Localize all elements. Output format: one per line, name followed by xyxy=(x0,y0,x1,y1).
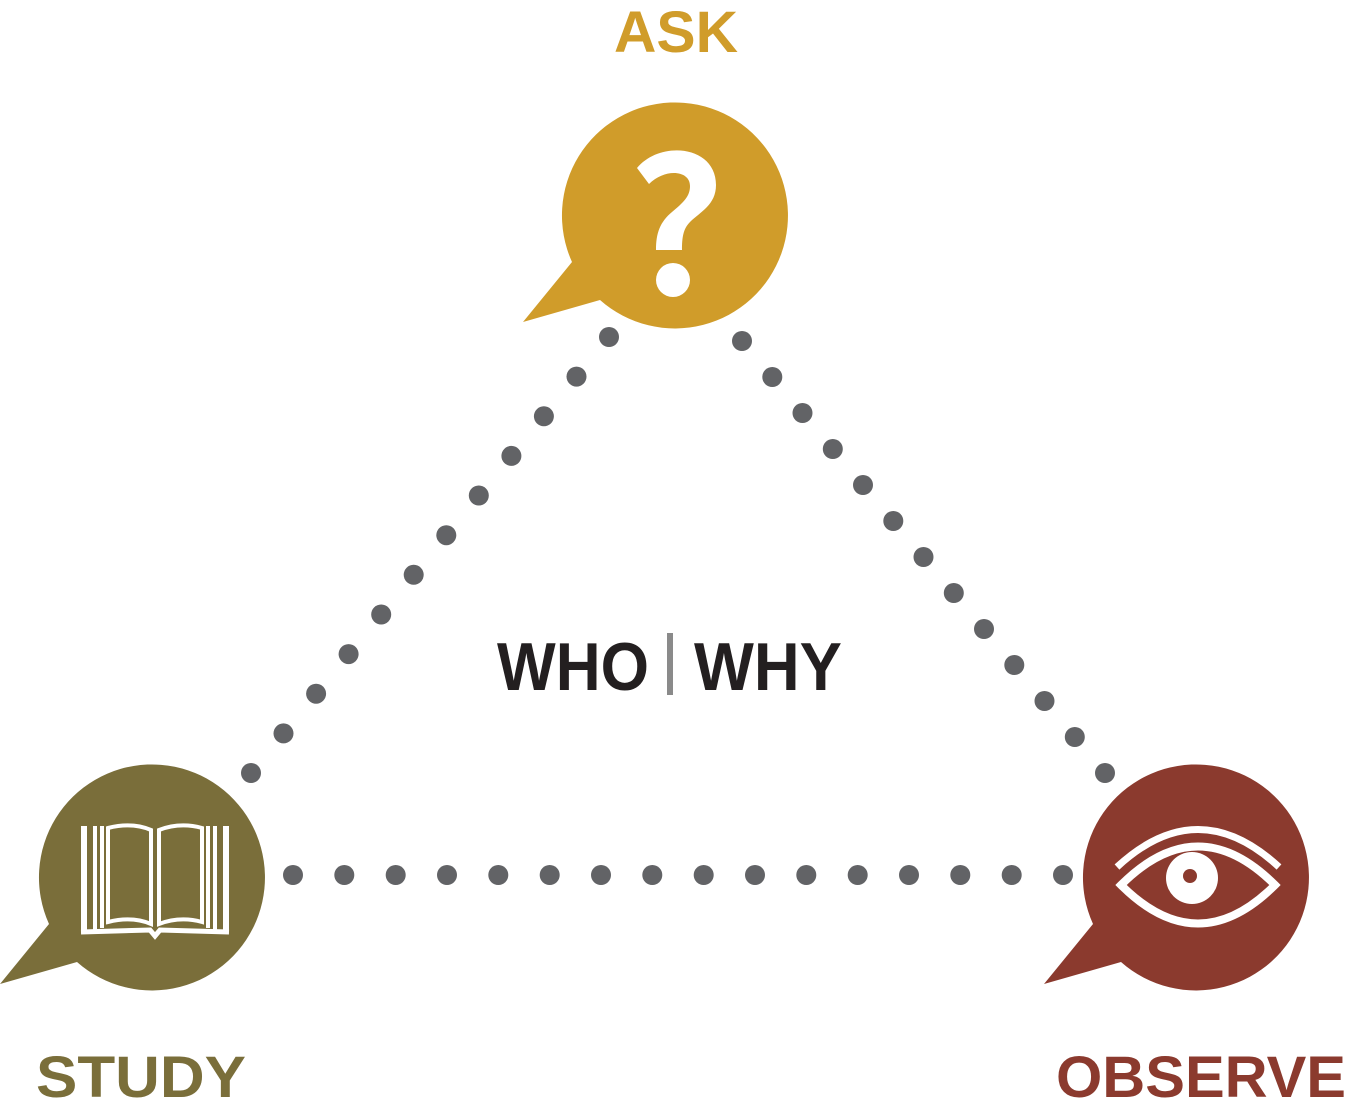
study-label: STUDY xyxy=(36,1045,246,1102)
ask-observe-dot xyxy=(853,475,873,495)
ask-study-dot xyxy=(241,763,261,783)
ask-study-dot xyxy=(533,406,554,427)
ask-observe-dot xyxy=(792,403,813,423)
observe-node: OBSERVE xyxy=(1044,764,1346,1102)
ask-node: ASK xyxy=(523,0,788,329)
study-observe-dot xyxy=(899,865,919,885)
study-observe-dot xyxy=(385,865,406,885)
study-observe-dot xyxy=(847,865,868,885)
ask-observe-dot xyxy=(1064,727,1085,747)
open-book-icon xyxy=(80,823,230,940)
ask-label: ASK xyxy=(614,0,738,65)
study-observe-dot xyxy=(1053,865,1073,885)
study-observe-dot xyxy=(693,865,714,885)
ask-observe-dot xyxy=(974,619,994,639)
ask-observe-dot xyxy=(1004,655,1025,675)
ask-study-dot xyxy=(338,644,359,665)
caption-divider xyxy=(667,633,673,695)
why-text: WHY xyxy=(694,629,842,705)
ask-observe-dot xyxy=(883,511,904,531)
study-observe-dot xyxy=(488,865,509,885)
study-observe-dot xyxy=(283,865,303,885)
study-observe-dot xyxy=(591,865,611,885)
who-text: WHO xyxy=(497,629,649,705)
ask-study-dot xyxy=(273,723,294,744)
ask-study-dot xyxy=(501,445,522,466)
ask-study-dot xyxy=(468,485,489,506)
study-observe-dot xyxy=(1001,865,1022,885)
ask-observe-dot xyxy=(913,547,934,567)
ask-observe-dot xyxy=(1095,763,1115,783)
ask-study-dot xyxy=(566,366,587,387)
study-observe-dot xyxy=(334,865,355,885)
center-caption: WHO WHY xyxy=(497,629,842,705)
study-node: STUDY xyxy=(0,764,265,1102)
question-mark-icon xyxy=(637,150,716,297)
ask-observe-dot xyxy=(943,583,964,603)
ask-observe-dot xyxy=(1034,691,1055,711)
study-observe-dot xyxy=(950,865,971,885)
observe-label: OBSERVE xyxy=(1056,1045,1346,1102)
study-observe-dot xyxy=(642,865,663,885)
connector-dots xyxy=(241,327,1115,885)
ask-study-dot xyxy=(403,564,424,585)
ask-speech-bubble xyxy=(523,102,788,329)
ask-observe-dot xyxy=(732,331,752,351)
study-speech-bubble xyxy=(0,764,265,991)
study-observe-dot xyxy=(745,865,765,885)
ask-study-dot xyxy=(599,327,619,347)
ask-study-dot xyxy=(436,525,457,546)
ask-observe-dot xyxy=(762,367,783,387)
study-observe-dot xyxy=(796,865,817,885)
ask-observe-dot xyxy=(822,439,843,459)
study-observe-dot xyxy=(437,865,457,885)
eye-icon xyxy=(1114,826,1282,928)
study-observe-dot xyxy=(539,865,560,885)
ask-study-dot xyxy=(371,604,392,625)
ask-study-dot xyxy=(306,683,327,704)
